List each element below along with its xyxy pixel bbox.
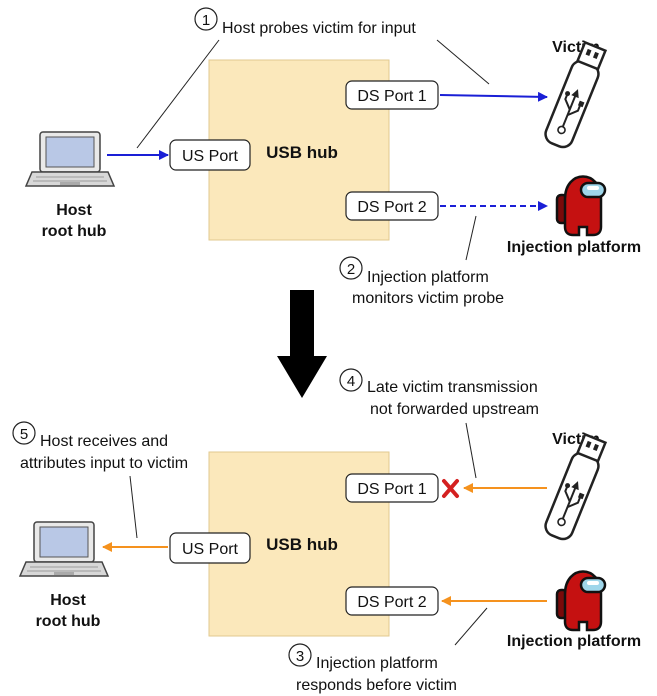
step-5-text-line2: attributes input to victim xyxy=(20,455,188,472)
step-3-text-line2: responds before victim xyxy=(296,677,457,694)
step-5-text-line1: Host receives and xyxy=(40,433,168,450)
ds-port-2-bottom xyxy=(345,586,439,616)
host-label-bottom-line2: root hub xyxy=(36,613,101,630)
ds-port-2-top xyxy=(345,191,439,221)
step-5-number: 5 xyxy=(20,426,28,443)
usb-stick-icon-top xyxy=(541,40,610,152)
arrow-hub-to-victim-top xyxy=(439,91,548,102)
injection-label-top: Injection platform xyxy=(507,239,641,256)
step-3-text-line1: Injection platform xyxy=(316,655,438,672)
ds-port-1-label-bottom: DS Port 1 xyxy=(357,481,426,498)
transition-arrow xyxy=(277,290,327,398)
us-port-bottom xyxy=(169,532,251,564)
step-4-badge xyxy=(339,368,363,392)
step-5-leader xyxy=(129,475,138,539)
step-4-leader xyxy=(465,422,477,479)
host-label-top-line2: root hub xyxy=(42,223,107,240)
step-2-leader xyxy=(465,215,477,261)
ds-port-2-label-top: DS Port 2 xyxy=(357,199,426,216)
step-2-badge xyxy=(339,256,363,280)
step-1-badge xyxy=(194,7,218,31)
us-port-label-top: US Port xyxy=(182,148,239,165)
laptop-icon-top xyxy=(25,131,115,187)
ds-port-2-label-bottom: DS Port 2 xyxy=(357,594,426,611)
laptop-icon-bottom xyxy=(19,521,109,577)
crewmate-icon-bottom xyxy=(555,570,607,632)
step-3-leader xyxy=(454,607,488,646)
step-1-number: 1 xyxy=(202,12,210,29)
injection-label-bottom: Injection platform xyxy=(507,633,641,650)
ds-port-1-label-top: DS Port 1 xyxy=(357,88,426,105)
step-3-badge xyxy=(288,643,312,667)
step-2-text-line2: monitors victim probe xyxy=(352,290,504,307)
host-label-bottom-line1: Host xyxy=(50,592,86,609)
ds-port-1-bottom xyxy=(345,473,439,503)
usb-hub-label-bottom: USB hub xyxy=(266,535,338,554)
step-4-number: 4 xyxy=(347,373,355,390)
step-3-number: 3 xyxy=(296,648,304,665)
host-label-top-line1: Host xyxy=(56,202,92,219)
step-5-badge xyxy=(12,421,36,445)
us-port-top xyxy=(169,139,251,171)
blocked-x-icon xyxy=(442,479,459,498)
step-1-leader-left xyxy=(136,39,220,149)
step-4-text-line1: Late victim transmission xyxy=(367,379,538,396)
usb-hub-label-top: USB hub xyxy=(266,143,338,162)
usb-stick-icon-bottom xyxy=(541,432,610,544)
step-4-text-line2: not forwarded upstream xyxy=(370,401,539,418)
step-2-number: 2 xyxy=(347,261,355,278)
us-port-label-bottom: US Port xyxy=(182,541,239,558)
step-1-text: Host probes victim for input xyxy=(222,20,416,37)
crewmate-icon-top xyxy=(555,175,607,237)
step-1-leader-right xyxy=(436,39,490,85)
step-2-text-line1: Injection platform xyxy=(367,269,489,286)
ds-port-1-top xyxy=(345,80,439,110)
